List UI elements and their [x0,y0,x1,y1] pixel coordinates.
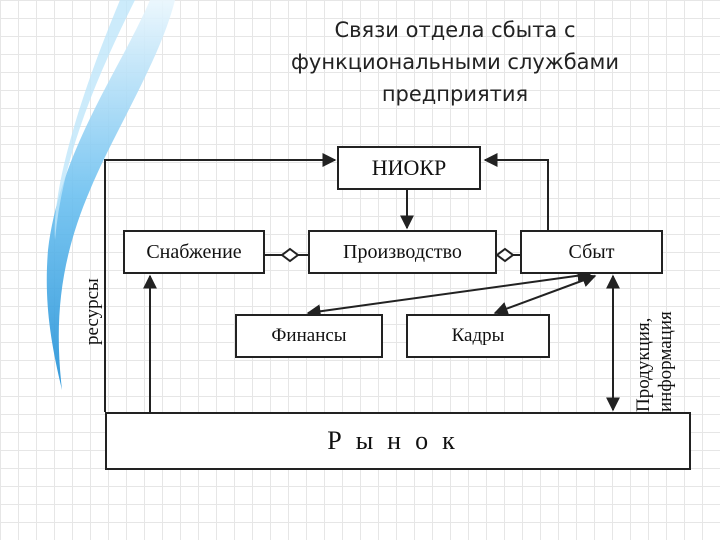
box-finance: Финансы [235,314,383,358]
box-sales-label: Сбыт [568,240,615,263]
label-products: Продукция, информация [633,311,677,412]
title-line-2: функциональными службами [290,50,620,74]
slide-title: Связи отдела сбыта с функциональными слу… [250,14,660,110]
connector-left-to-niokr [104,153,337,412]
box-hr-label: Кадры [451,325,505,346]
box-finance-label: Финансы [271,325,347,346]
box-market-label: Рынок [327,426,469,455]
connector-sales-hr [493,273,597,316]
box-production-label: Производство [343,240,462,263]
label-resources-text: ресурсы [82,278,103,345]
box-supply: Снабжение [123,230,265,274]
decorative-swoosh [46,0,175,390]
box-production: Производство [308,230,497,274]
box-niokr: НИОКР [337,146,481,190]
title-line-3: предприятия [381,82,529,106]
title-line-1: Связи отдела сбыта с [334,18,576,42]
box-sales: Сбыт [520,230,663,274]
box-market: Рынок [105,412,691,470]
label-resources: ресурсы [82,278,104,345]
label-products-line2: информация [655,311,676,412]
box-hr: Кадры [406,314,550,358]
box-niokr-label: НИОКР [371,155,447,180]
connector-sales-to-niokr [483,153,549,230]
label-products-line1: Продукция, [633,317,654,412]
box-supply-label: Снабжение [146,240,242,263]
